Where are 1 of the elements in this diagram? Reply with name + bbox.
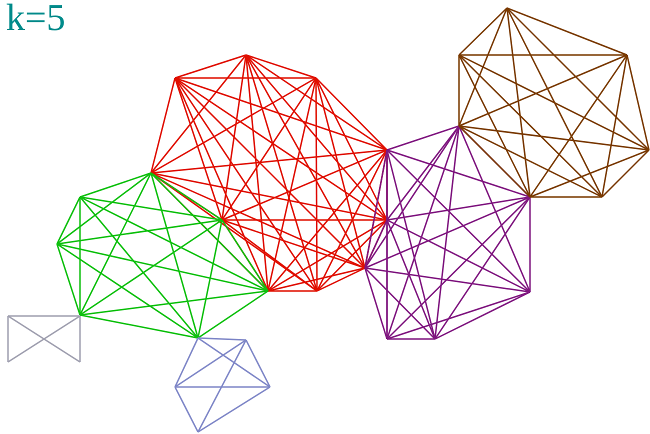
- title: k=5: [6, 0, 66, 41]
